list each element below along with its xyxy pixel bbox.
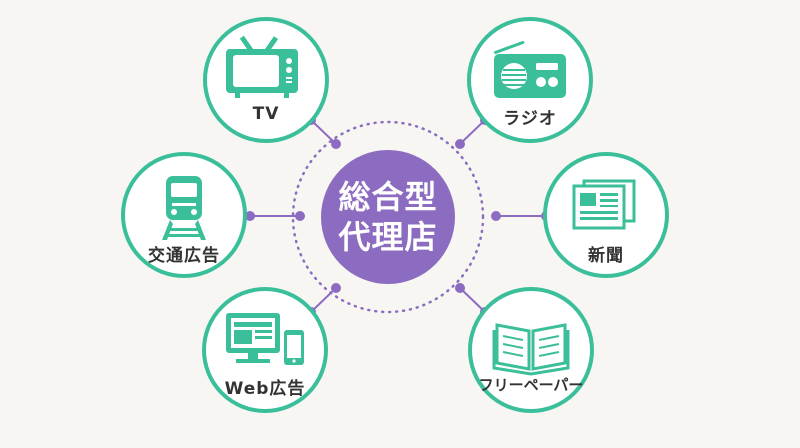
node-label-radio: ラジオ: [503, 109, 557, 129]
connector-dot: [491, 211, 501, 221]
tv-icon: [226, 35, 298, 98]
connector-dot: [455, 139, 465, 149]
connector-dot: [245, 211, 255, 221]
node-label-transit: 交通広告: [148, 246, 220, 266]
connector-dot: [331, 139, 341, 149]
center-circle: [321, 150, 455, 284]
connector-dot: [331, 283, 341, 293]
connector-dot: [455, 283, 465, 293]
newspaper-icon: [572, 179, 636, 230]
node-label-freepaper: フリーペーパー: [478, 376, 584, 394]
center-label: 総合型 代理店: [323, 152, 453, 282]
connector-freepaper: [459, 287, 486, 313]
train-icon: [162, 176, 206, 240]
web-devices-icon: [226, 313, 304, 365]
connector-radio: [459, 119, 486, 145]
node-label-newspaper: 新聞: [588, 246, 624, 266]
node-circle-freepaper: [468, 287, 594, 413]
center-label-line1: 総合型: [338, 178, 438, 216]
node-label-tv: TV: [252, 104, 280, 124]
node-label-web: Web広告: [224, 379, 306, 399]
radio-icon: [494, 41, 566, 98]
center-dotted-ring: [291, 120, 485, 314]
center-label-line2: 代理店: [338, 218, 438, 256]
connector-web: [310, 287, 337, 313]
open-book-icon: [492, 323, 570, 376]
connector-dot: [295, 211, 305, 221]
